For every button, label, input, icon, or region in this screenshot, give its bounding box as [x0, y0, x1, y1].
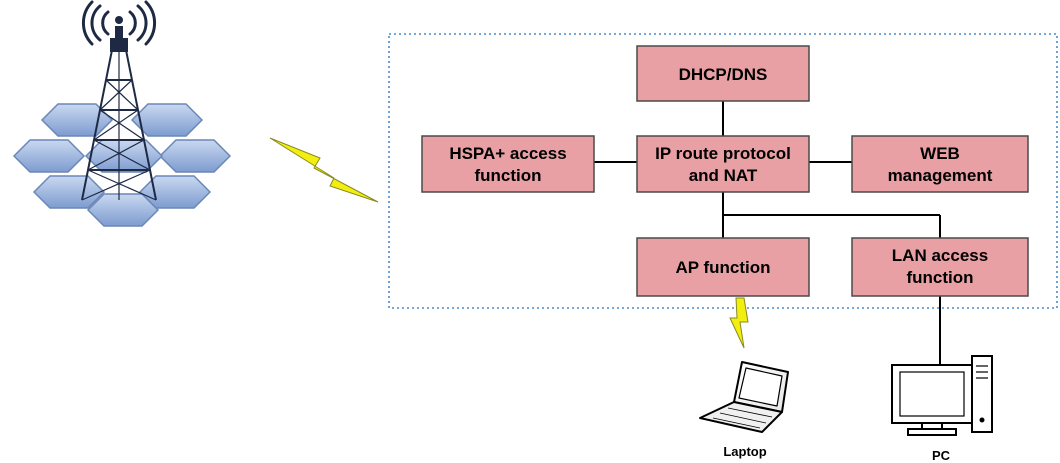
dhcp-dns-label: DHCP/DNS	[679, 65, 768, 84]
connector-lines	[594, 101, 941, 365]
wireless-link-icon	[269, 137, 379, 203]
ap-function-label: AP function	[675, 258, 770, 277]
desktop-pc-icon	[891, 355, 993, 436]
web-management-label-line2: management	[888, 166, 993, 185]
web-management-box: WEB management	[851, 135, 1029, 193]
lan-access-box: LAN access function	[851, 237, 1029, 297]
hexagon-cells	[12, 103, 232, 227]
hspa-access-box: HSPA+ access function	[421, 135, 595, 193]
ip-route-nat-box: IP route protocol and NAT	[636, 135, 810, 193]
pc-label: PC	[932, 448, 951, 463]
laptop-icon	[699, 361, 789, 433]
lan-access-label-line1: LAN access	[892, 246, 988, 265]
hspa-access-label-line1: HSPA+ access	[449, 144, 566, 163]
web-management-label-line1: WEB	[920, 144, 960, 163]
wifi-link-icon	[729, 297, 749, 349]
ip-route-label-line1: IP route protocol	[655, 144, 791, 163]
radio-waves-icon	[81, 0, 157, 46]
dhcp-dns-box: DHCP/DNS	[636, 45, 810, 102]
hspa-access-label-line2: function	[474, 166, 541, 185]
ip-route-label-line2: and NAT	[689, 166, 758, 185]
system-boundary	[388, 33, 1058, 309]
laptop-label: Laptop	[723, 444, 766, 459]
cell-tower-icon	[12, 0, 232, 227]
lan-access-label-line2: function	[906, 268, 973, 287]
ap-function-box: AP function	[636, 237, 810, 297]
